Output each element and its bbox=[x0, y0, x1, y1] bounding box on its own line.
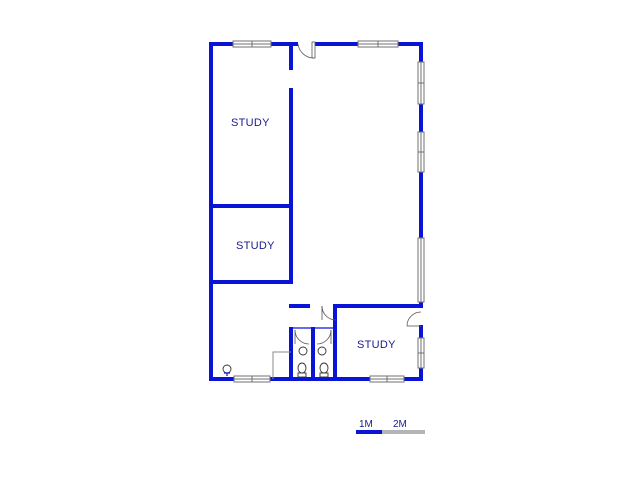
fixtures bbox=[222, 344, 329, 379]
basin-left bbox=[298, 346, 308, 356]
door-study-3 bbox=[406, 311, 422, 327]
room-label-study-1: STUDY bbox=[231, 117, 270, 129]
counter-outline bbox=[272, 351, 291, 379]
doors bbox=[294, 41, 422, 345]
room-label-study-2: STUDY bbox=[236, 240, 275, 252]
door-toilet-left bbox=[294, 329, 310, 345]
geyser-icon bbox=[222, 364, 232, 376]
window-bottom-left bbox=[233, 375, 271, 383]
outer-walls bbox=[209, 42, 423, 381]
toilet-right bbox=[319, 362, 329, 378]
window-right-2 bbox=[417, 131, 425, 173]
toilet-left bbox=[297, 362, 307, 378]
scale-label-1m: 1M bbox=[359, 419, 373, 430]
room-label-study-3: STUDY bbox=[357, 339, 396, 351]
scale-label-2m: 2M bbox=[393, 419, 407, 430]
window-top-right bbox=[357, 40, 399, 48]
window-right-3 bbox=[417, 237, 425, 303]
interior-walls bbox=[209, 44, 423, 381]
basin-right bbox=[317, 346, 327, 356]
windows bbox=[232, 40, 425, 383]
window-bottom-right bbox=[369, 375, 405, 383]
door-passage bbox=[321, 305, 337, 321]
window-right-1 bbox=[417, 61, 425, 105]
window-top-left bbox=[232, 40, 272, 48]
door-toilet-right bbox=[316, 329, 332, 345]
door-entry-top bbox=[297, 41, 316, 59]
window-right-4 bbox=[417, 337, 425, 369]
